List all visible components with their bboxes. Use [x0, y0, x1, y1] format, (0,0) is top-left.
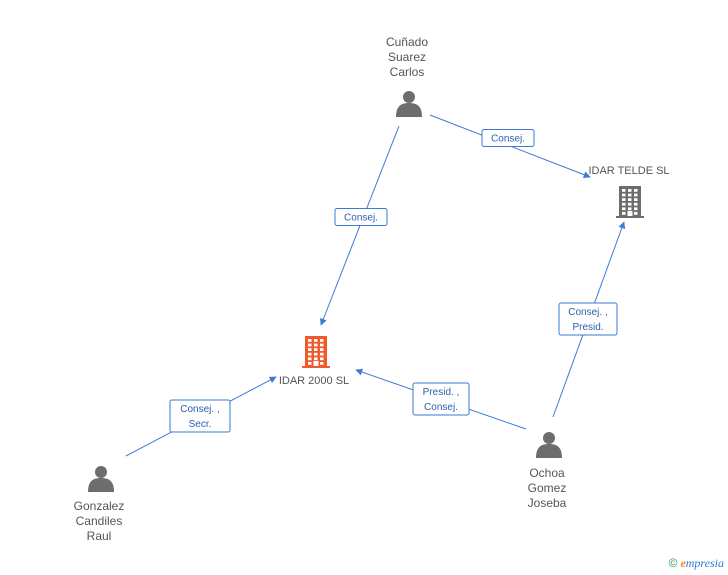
edge-label[interactable]: Consej. , Presid. — [558, 302, 618, 336]
node-label: Joseba — [528, 496, 567, 510]
node-label: Gonzalez — [74, 499, 125, 513]
edge-label-box — [558, 302, 618, 336]
node-label: Suarez — [388, 50, 426, 64]
edge-label-text: Secr. — [189, 419, 212, 430]
node-label: IDAR 2000 SL — [279, 375, 349, 387]
edge-cunado-telde: Consej. — [429, 114, 591, 178]
node-idar_telde[interactable]: IDAR TELDE SL — [588, 165, 670, 218]
edges-layer: Consej. Consej. Consej. , Presid. Presid. , C… — [125, 114, 626, 457]
node-label: Raul — [87, 529, 112, 543]
edge-cunado-2000: Consej. — [320, 125, 400, 326]
person-icon — [88, 466, 114, 492]
edge-label-box — [169, 399, 231, 433]
edge-ochoa-telde: Consej. , Presid. — [552, 221, 626, 418]
copyright-symbol: © — [668, 556, 678, 570]
building-icon — [616, 186, 644, 218]
edge-label-text: Consej. — [344, 213, 378, 224]
brand-name: mpresia — [685, 556, 724, 570]
edge-label-box — [334, 208, 388, 226]
node-label: Ochoa — [529, 466, 565, 480]
node-label: IDAR TELDE SL — [588, 165, 669, 177]
edge-label[interactable]: Consej. — [481, 129, 535, 147]
node-label: Carlos — [390, 65, 425, 79]
edge-gonzalez-2000: Consej. , Secr. — [125, 376, 277, 457]
edge-label-box — [481, 129, 535, 147]
edge-label-text: Consej. , — [180, 404, 219, 415]
person-icon — [536, 432, 562, 458]
edge-label-text: Consej. , — [568, 307, 607, 318]
edge-label-text: Consej. — [491, 134, 525, 145]
node-label: Gomez — [528, 481, 567, 495]
node-label: Cuñado — [386, 35, 428, 49]
edge-label[interactable]: Presid. , Consej. — [412, 382, 470, 416]
building-icon — [302, 336, 330, 368]
empresia-watermark: ©empresia — [669, 556, 724, 571]
node-label: Candiles — [76, 514, 123, 528]
edge-ochoa-2000: Presid. , Consej. — [355, 368, 527, 430]
edge-label-text: Consej. — [424, 402, 458, 413]
brand-initial: e — [680, 556, 686, 570]
edge-label-text: Presid. — [572, 322, 603, 333]
person-icon — [396, 91, 422, 117]
node-idar_2000[interactable]: IDAR 2000 SL — [279, 336, 349, 387]
edge-label[interactable]: Consej. , Secr. — [169, 399, 231, 433]
edge-label[interactable]: Consej. — [334, 208, 388, 226]
edge-label-box — [412, 382, 470, 416]
edge-label-text: Presid. , — [423, 387, 460, 398]
